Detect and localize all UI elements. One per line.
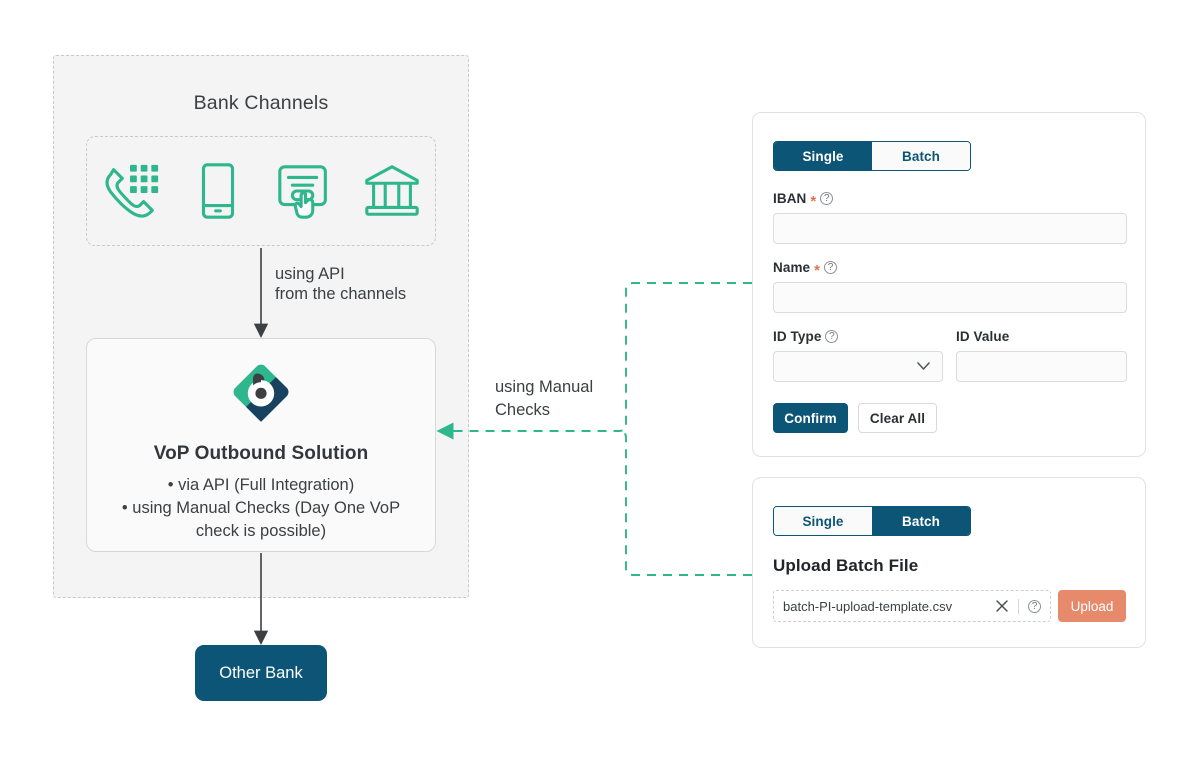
connector-single-panel-to-vop (436, 282, 752, 440)
iban-label-text: IBAN (773, 191, 807, 206)
vop-bullet-0: • via API (Full Integration) (167, 476, 355, 494)
online-form-touch-icon (277, 165, 327, 219)
other-bank-node: Other Bank (195, 645, 327, 701)
id-value-label-text: ID Value (956, 329, 1010, 344)
name-label-text: Name (773, 260, 811, 275)
bank-building-icon (364, 165, 419, 216)
batch-upload-panel: Single Batch Upload Batch File batch-PI-… (752, 477, 1146, 648)
batch-panel-mode-tabs[interactable]: Single Batch (773, 506, 971, 536)
mobile-phone-icon (201, 163, 234, 219)
vop-bullet-1: • using Manual Checks (Day One VoP (121, 499, 401, 517)
name-input[interactable] (773, 282, 1127, 313)
file-drop-zone[interactable]: batch-PI-upload-template.csv ? (773, 590, 1051, 622)
id-type-help-icon[interactable]: ? (825, 330, 839, 343)
close-icon[interactable] (995, 599, 1009, 613)
tab-batch-batchpanel[interactable]: Batch (872, 507, 970, 535)
selected-file-name: batch-PI-upload-template.csv (783, 598, 953, 614)
iban-label: IBAN * ? (773, 191, 834, 209)
file-divider (1018, 598, 1019, 614)
upload-batch-file-title: Upload Batch File (773, 556, 919, 575)
iban-input[interactable] (773, 213, 1127, 244)
vop-outbound-solution-card: VoP Outbound Solution • via API (Full In… (86, 338, 436, 552)
tab-single-batchpanel[interactable]: Single (774, 507, 872, 535)
connector-batch-panel-to-vop (618, 430, 752, 576)
single-panel-mode-tabs[interactable]: Single Batch (773, 141, 971, 171)
other-bank-label: Other Bank (219, 663, 303, 682)
name-help-icon[interactable]: ? (824, 261, 838, 274)
tab-batch[interactable]: Batch (872, 142, 970, 170)
id-type-label-text: ID Type (773, 329, 822, 344)
confirm-button[interactable]: Confirm (773, 403, 848, 433)
vop-card-title: VoP Outbound Solution (153, 443, 369, 464)
bank-channels-icon-group (86, 136, 436, 246)
vop-card-bullets: • via API (Full Integration) • using Man… (101, 474, 421, 543)
single-check-panel: Single Batch IBAN * ? Name * ? ID Type ? (752, 112, 1146, 457)
chevron-down-icon (917, 362, 930, 370)
tab-single[interactable]: Single (774, 142, 872, 170)
api-flow-label: using API from the channels (275, 265, 407, 303)
vop-bullet-2: check is possible) (195, 522, 327, 540)
id-value-label: ID Value (956, 329, 1009, 344)
vop-brand-logo (87, 359, 435, 430)
upload-help-icon[interactable]: ? (1028, 599, 1041, 613)
id-value-input[interactable] (956, 351, 1127, 382)
clear-all-button[interactable]: Clear All (858, 403, 937, 433)
upload-button[interactable]: Upload (1058, 590, 1126, 622)
id-type-label: ID Type ? (773, 329, 839, 344)
id-type-select[interactable] (773, 351, 943, 382)
name-label: Name * ? (773, 260, 838, 278)
bank-channels-title: Bank Channels (193, 92, 329, 114)
manual-checks-flow-label: using Manual Checks (495, 378, 594, 419)
iban-help-icon[interactable]: ? (820, 192, 834, 205)
phone-keypad-icon (104, 164, 158, 218)
